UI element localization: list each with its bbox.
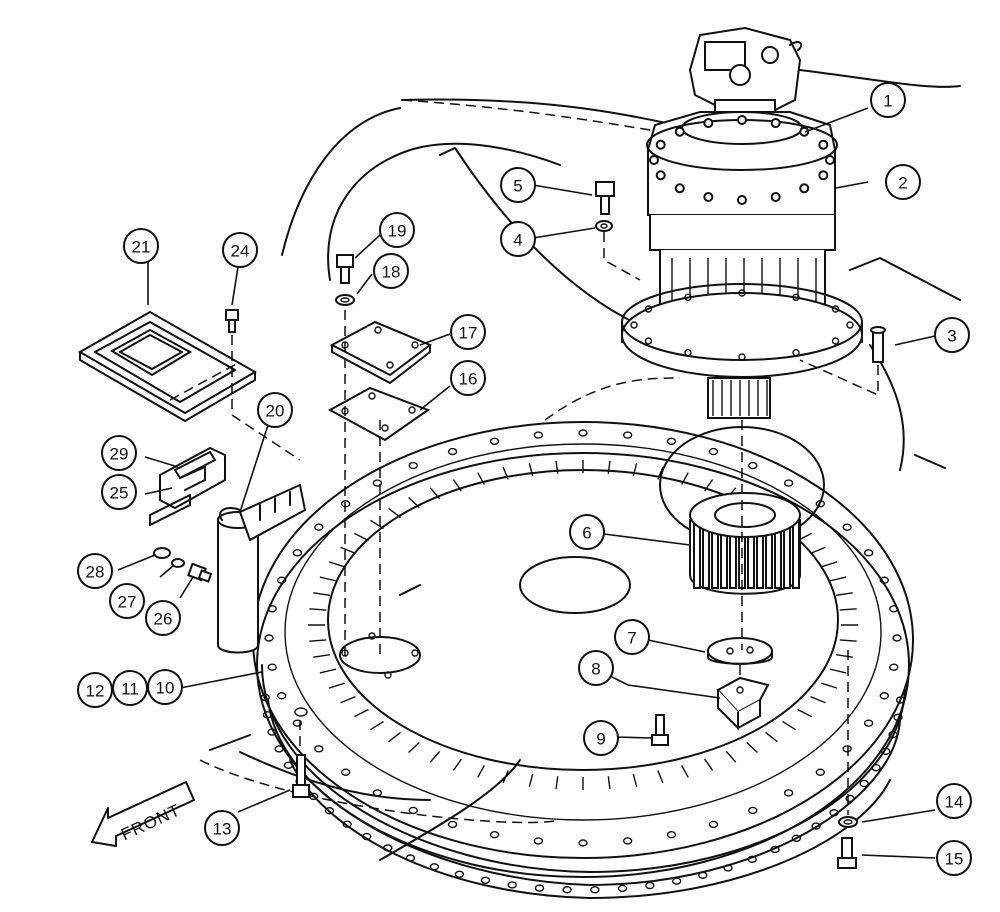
- bolt-13: [292, 707, 310, 798]
- callout-label: 12: [86, 682, 105, 701]
- callout-label: 20: [266, 402, 285, 421]
- bolt-19: [336, 254, 354, 284]
- callout-17: 17: [450, 314, 486, 350]
- callout-4: 4: [500, 221, 536, 257]
- callout-15: 15: [936, 840, 972, 876]
- cover-21: [77, 310, 257, 422]
- callout-label: 19: [388, 222, 407, 241]
- cover-plate-17: [329, 320, 432, 384]
- washer-14: [838, 816, 858, 828]
- callout-9: 9: [583, 720, 619, 756]
- callout-1: 1: [870, 82, 906, 118]
- callout-label: 5: [513, 177, 522, 196]
- flange-holes: [630, 289, 854, 361]
- callout-label: 8: [591, 660, 600, 679]
- callout-label: 6: [582, 524, 591, 543]
- front-label: FRONT: [118, 800, 184, 844]
- callout-label: 1: [883, 92, 892, 111]
- center-opening: [519, 556, 631, 614]
- callout-label: 16: [459, 370, 478, 389]
- assembly-axis-lines: [231, 232, 879, 815]
- front-arrow: FRONT: [91, 781, 195, 847]
- fasteners-26-27-28: [153, 547, 213, 583]
- washer-18: [335, 294, 355, 306]
- gasket-16: [327, 386, 431, 442]
- callout-label: 17: [459, 324, 478, 343]
- callout-29: 29: [101, 435, 137, 471]
- holder-20: [217, 483, 307, 654]
- callout-label: 29: [110, 445, 129, 464]
- upper-structure-outline: [199, 69, 961, 861]
- callout-label: 28: [86, 563, 105, 582]
- washer-4: [595, 220, 613, 232]
- callout-26: 26: [145, 600, 181, 636]
- callout-27: 27: [109, 583, 145, 619]
- callout-label: 3: [947, 327, 956, 346]
- bolt-5: [595, 181, 615, 215]
- callout-21: 21: [123, 228, 159, 264]
- bolt-24: [225, 309, 239, 333]
- callout-8: 8: [578, 650, 614, 686]
- callout-label: 11: [121, 680, 139, 699]
- callout-label: 18: [382, 263, 401, 282]
- callout-label: 2: [898, 174, 907, 193]
- callout-20: 20: [257, 392, 293, 428]
- callout-5: 5: [500, 167, 536, 203]
- callout-13: 13: [204, 810, 240, 846]
- callout-label: 25: [110, 484, 129, 503]
- bolt-9: [651, 714, 669, 746]
- callout-label: 10: [156, 679, 175, 698]
- callout-24: 24: [222, 232, 258, 268]
- callout-28: 28: [77, 553, 113, 589]
- callout-6: 6: [569, 514, 605, 550]
- callout-label: 9: [596, 730, 605, 749]
- thrust-plate: [707, 637, 773, 665]
- ring-bolt-holes: [260, 429, 906, 894]
- motor-bolts: [649, 115, 835, 205]
- callout-label: 4: [513, 231, 522, 250]
- callout-label: 27: [118, 593, 137, 612]
- callout-label: 14: [945, 793, 964, 812]
- callout-label: 21: [132, 238, 151, 257]
- pinion-gear: [659, 426, 825, 595]
- access-hole: [339, 636, 421, 674]
- callout-label: 7: [627, 629, 636, 648]
- leader-lines: [117, 107, 936, 859]
- callout-7: 7: [614, 619, 650, 655]
- lock-bracket: [716, 676, 770, 731]
- bolt-15: [837, 837, 857, 869]
- callout-16: 16: [450, 360, 486, 396]
- swing-bearing: [252, 421, 914, 899]
- callout-3: 3: [934, 317, 970, 353]
- callout-14: 14: [936, 783, 972, 819]
- bracket-29: [149, 446, 226, 526]
- callout-12: 12: [77, 672, 113, 708]
- pinion-shaft-teeth: [712, 380, 768, 416]
- bolt-3: [870, 326, 886, 363]
- callout-2: 2: [885, 164, 921, 200]
- callout-25: 25: [101, 474, 137, 510]
- callout-18: 18: [373, 253, 409, 289]
- callout-19: 19: [379, 212, 415, 248]
- callout-11: 11: [112, 670, 148, 706]
- callout-label: 15: [945, 850, 964, 869]
- callout-10: 10: [147, 669, 183, 705]
- callout-label: 26: [154, 610, 173, 629]
- callout-label: 13: [213, 820, 232, 839]
- ring-gear-teeth: [308, 460, 858, 790]
- swing-motor: [621, 26, 863, 419]
- callout-label: 24: [231, 242, 250, 261]
